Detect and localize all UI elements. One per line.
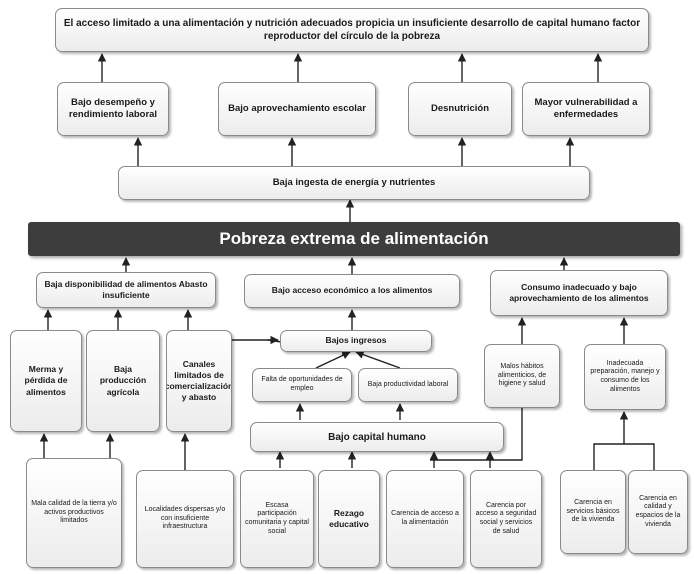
bajo-acceso-box: Bajo acceso económico a los alimentos: [244, 274, 460, 308]
bajo-aprovechamiento-box: Bajo aprovechamiento escolar: [218, 82, 376, 136]
bajo-desempeno-text: Bajo desempeño y rendimiento laboral: [68, 96, 158, 120]
merma-text: Merma y pérdida de alimentos: [24, 364, 68, 397]
bajo-desempeno-box: Bajo desempeño y rendimiento laboral: [57, 82, 169, 136]
bajos-ingresos-box: Bajos ingresos: [280, 330, 432, 352]
mayor-vulnerabilidad-box: Mayor vulnerabilidad a enfermedades: [522, 82, 650, 136]
bajos-ingresos-text: Bajos ingresos: [325, 335, 387, 346]
baja-productividad-text: Baja productividad laboral: [367, 380, 449, 388]
baja-productividad-box: Baja productividad laboral: [358, 368, 458, 402]
top-effect-text: El acceso limitado a una alimentación y …: [63, 18, 641, 42]
bajo-capital-box: Bajo capital humano: [250, 422, 504, 452]
consumo-inadecuado-box: Consumo inadecuado y bajo aprovechamient…: [490, 270, 668, 316]
bajo-acceso-text: Bajo acceso económico a los alimentos: [271, 285, 433, 296]
bajo-aprovechamiento-text: Bajo aprovechamiento escolar: [228, 102, 366, 114]
escasa-participacion-box: Escasa participación comunitaria y capit…: [240, 470, 314, 568]
localidades-text: Localidades dispersas y/o con insuficien…: [144, 505, 226, 531]
inadecuada-preparacion-text: Inadecuada preparación, manejo y consumo…: [590, 359, 660, 393]
localidades-box: Localidades dispersas y/o con insuficien…: [136, 470, 234, 568]
baja-disponibilidad-text: Baja disponibilidad de alimentos Abasto …: [44, 278, 208, 300]
mayor-vulnerabilidad-text: Mayor vulnerabilidad a enfermedades: [534, 96, 638, 120]
carencia-acceso-alimentacion-box: Carencia de acceso a la alimentación: [386, 470, 464, 568]
canales-box: Canales limitados de comercialización y …: [166, 330, 232, 432]
escasa-participacion-text: Escasa participación comunitaria y capit…: [245, 501, 309, 535]
central-problem-banner: Pobreza extrema de alimentación: [28, 222, 680, 256]
consumo-inadecuado-text: Consumo inadecuado y bajo aprovechamient…: [509, 281, 649, 303]
baja-produccion-text: Baja producción agrícola: [99, 364, 147, 397]
central-problem-text: Pobreza extrema de alimentación: [219, 229, 489, 248]
falta-oportunidades-text: Falta de oportunidades de empleo: [261, 376, 343, 392]
merma-box: Merma y pérdida de alimentos: [10, 330, 82, 432]
malos-habitos-text: Malos hábitos alimenticios, de higiene y…: [497, 362, 547, 388]
desnutricion-box: Desnutrición: [408, 82, 512, 136]
inadecuada-preparacion-box: Inadecuada preparación, manejo y consumo…: [584, 344, 666, 410]
top-effect-box: El acceso limitado a una alimentación y …: [55, 8, 649, 52]
malos-habitos-box: Malos hábitos alimenticios, de higiene y…: [484, 344, 560, 408]
carencia-servicios-text: Carencia en servicios básicos de la vivi…: [566, 498, 620, 524]
carencia-calidad-box: Carencia en calidad y espacios de la viv…: [628, 470, 688, 554]
mala-calidad-box: Mala calidad de la tierra y/o activos pr…: [26, 458, 122, 568]
baja-ingesta-text: Baja ingesta de energía y nutrientes: [272, 176, 436, 188]
canales-text: Canales limitados de comercialización y …: [166, 358, 232, 403]
mala-calidad-text: Mala calidad de la tierra y/o activos pr…: [31, 499, 117, 525]
bajo-capital-text: Bajo capital humano: [328, 431, 426, 443]
carencia-calidad-text: Carencia en calidad y espacios de la viv…: [635, 494, 681, 528]
baja-disponibilidad-box: Baja disponibilidad de alimentos Abasto …: [36, 272, 216, 308]
desnutricion-text: Desnutrición: [430, 102, 490, 114]
carencia-acceso-alimentacion-text: Carencia de acceso a la alimentación: [391, 510, 459, 526]
rezago-box: Rezago educativo: [318, 470, 380, 568]
falta-oportunidades-box: Falta de oportunidades de empleo: [252, 368, 352, 402]
carencia-seguridad-text: Carencia por acceso a seguridad social y…: [475, 501, 537, 535]
baja-ingesta-box: Baja ingesta de energía y nutrientes: [118, 166, 590, 200]
carencia-servicios-box: Carencia en servicios básicos de la vivi…: [560, 470, 626, 554]
rezago-text: Rezago educativo: [329, 507, 369, 529]
carencia-seguridad-box: Carencia por acceso a seguridad social y…: [470, 470, 542, 568]
baja-produccion-box: Baja producción agrícola: [86, 330, 160, 432]
